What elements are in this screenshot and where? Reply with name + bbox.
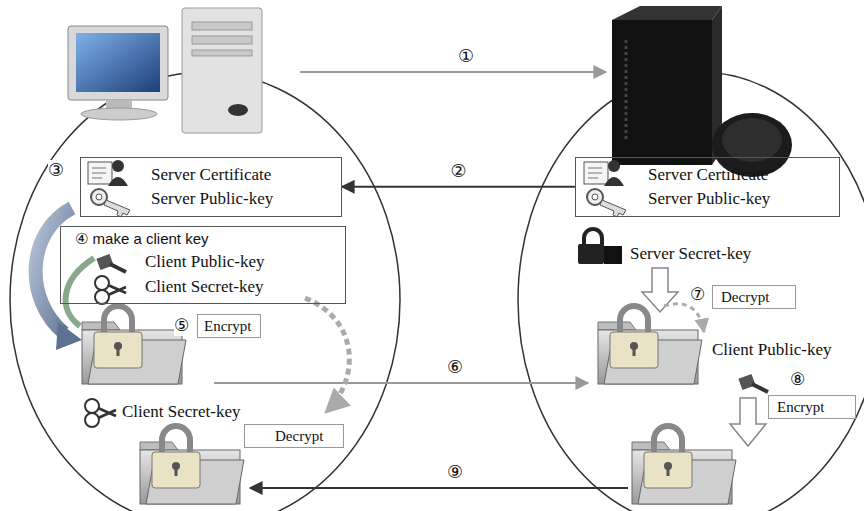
callout-number: ② [448, 161, 468, 182]
callout-number: ⑨ [447, 462, 463, 483]
send-arrow [214, 382, 588, 384]
action-box: Encrypt [768, 395, 856, 419]
node-text: Server Public-key [151, 187, 273, 211]
node-text: ④ make a client key [75, 229, 209, 249]
callout-number: ③ [48, 160, 64, 181]
key-label: Client Secret-key [122, 402, 241, 422]
public-key-icon [738, 374, 768, 392]
key-label: Client Public-key [712, 340, 831, 360]
certificate-box: Server CertificateServer Public-key [575, 157, 840, 217]
reply-arrow [250, 487, 628, 489]
node-text: Encrypt [204, 317, 251, 335]
callout-number: ⑤ [174, 316, 189, 336]
action-box: Decrypt [244, 424, 344, 448]
callout-number: ⑧ [790, 370, 805, 390]
encrypted-folder [140, 426, 244, 504]
down-arrow [642, 268, 678, 312]
certificate-icon [584, 160, 624, 186]
certificate-box: Server CertificateServer Public-key [80, 157, 342, 217]
message-arrow [342, 186, 575, 188]
callout-number: ⑥ [447, 357, 463, 378]
request-arrow [300, 71, 606, 73]
encrypted-folder [598, 306, 702, 384]
key-box: ④ make a client keyClient Public-keyClie… [60, 226, 346, 304]
public-key-icon [96, 254, 126, 272]
callout-number: ⑦ [690, 285, 705, 305]
callout-number: ① [458, 46, 474, 67]
secret-key-path [305, 298, 349, 412]
certificate-icon [88, 160, 128, 186]
node-text: Server Certificate [151, 163, 271, 187]
encrypted-folder [82, 306, 186, 384]
encrypted-folder [632, 426, 736, 504]
server-secret-key-icon [578, 229, 622, 264]
key-label: Server Secret-key [630, 244, 751, 264]
client-computer [68, 8, 262, 133]
node-text: Decrypt [275, 427, 323, 445]
key-icon [91, 189, 130, 217]
node-text: Server Public-key [648, 187, 770, 211]
node-text: Client Secret-key [145, 274, 264, 300]
secret-key-icon [95, 276, 126, 304]
node-text: Server Certificate [648, 163, 768, 187]
node-text: Client Public-key [145, 249, 264, 275]
node-text: Encrypt [777, 398, 824, 416]
secret-key-icon [85, 399, 116, 427]
key-icon [587, 189, 626, 217]
action-box: Decrypt [712, 285, 796, 309]
key-curve [66, 258, 94, 326]
down-arrow [730, 398, 766, 446]
action-box: Encrypt [197, 314, 261, 338]
server-machine [612, 6, 792, 177]
client-realm [10, 72, 400, 511]
node-text: Decrypt [721, 288, 769, 306]
public-key-path [664, 304, 704, 332]
